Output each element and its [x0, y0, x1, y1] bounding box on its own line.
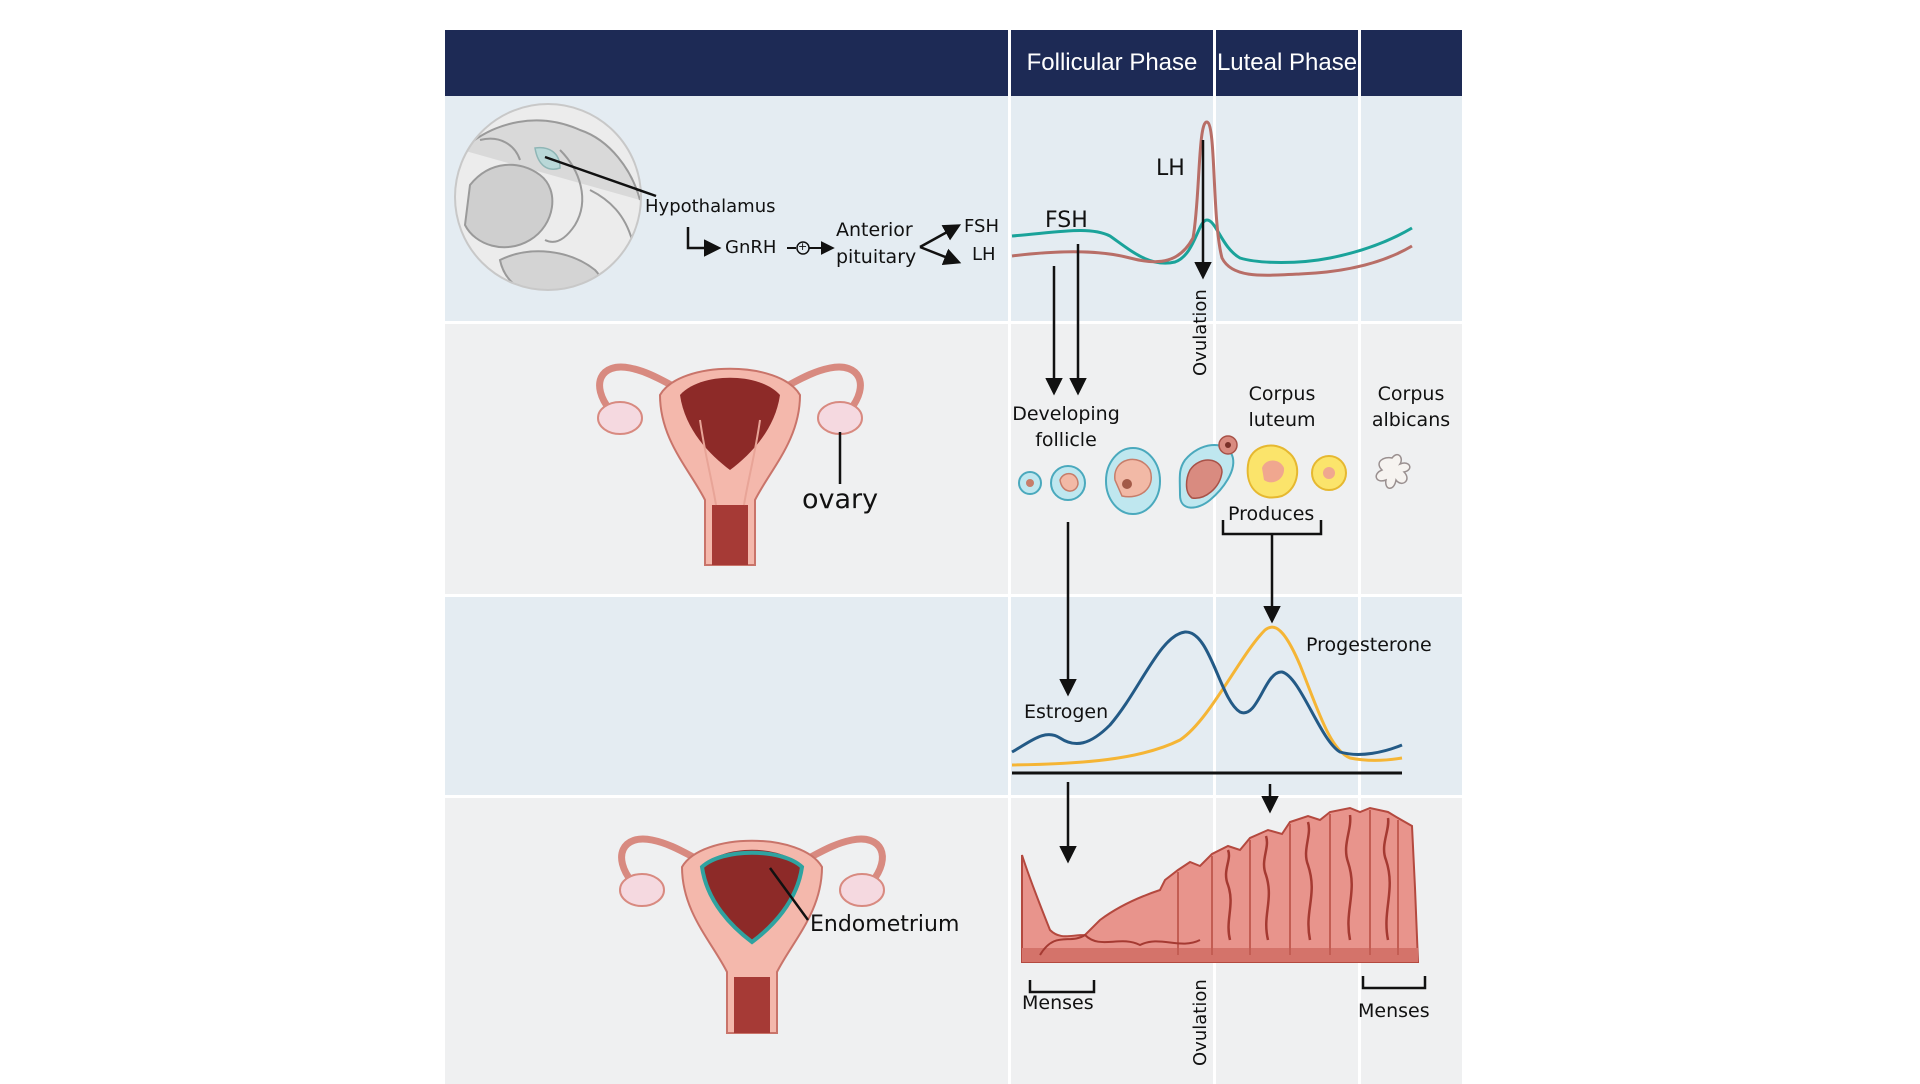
- pituitary-to-fsh-arrow: [919, 224, 962, 249]
- menses-label-left: Menses: [1022, 992, 1094, 1014]
- plus-sign-label: +: [798, 240, 808, 253]
- column-divider-ovulation: [1213, 96, 1216, 1084]
- anterior-label: Anterior: [836, 219, 913, 241]
- lh-curve: [1011, 120, 1413, 277]
- pituitary-label: pituitary: [836, 246, 917, 268]
- developing-follicle-label-line2: follicle: [1035, 429, 1097, 451]
- progesterone-curve: [1011, 625, 1403, 767]
- developing-follicle-label-line1: Developing: [1012, 403, 1120, 425]
- estrogen-label: Estrogen: [1024, 701, 1109, 723]
- uterus-endometrium-illustration: [618, 835, 886, 1034]
- lh-curve-label: LH: [1156, 156, 1185, 181]
- luteal-phase-header: Luteal Phase: [1216, 49, 1358, 76]
- endometrium-lining: [1021, 806, 1420, 963]
- follicular-phase-header: Follicular Phase: [1026, 49, 1198, 76]
- corpus-albicans-label-line1: Corpus: [1377, 383, 1445, 405]
- corpus-luteum-label-line2: luteum: [1248, 409, 1316, 431]
- column-divider-right: [1358, 96, 1361, 1084]
- header-bar-follicular: [1011, 30, 1213, 96]
- pituitary-to-lh-arrow: [919, 245, 962, 265]
- corpus-albicans-label-line2: albicans: [1371, 409, 1451, 431]
- follicle-stages: [1018, 435, 1411, 515]
- ovary-label: ovary: [802, 484, 879, 515]
- hypothalamus-label: Hypothalamus: [645, 196, 776, 217]
- estrogen-curve: [1011, 630, 1403, 756]
- corpus-luteum-label-line1: Corpus: [1248, 383, 1316, 405]
- menses-bracket-left: [1028, 980, 1096, 994]
- pituitary-lh-label: LH: [972, 244, 996, 265]
- column-divider-left: [1008, 96, 1011, 1084]
- menses-bracket-right: [1361, 976, 1427, 990]
- gnrh-label: GnRH: [725, 237, 777, 258]
- hypothalamus-pointer-line: [544, 155, 657, 198]
- brain-illustration: [454, 103, 642, 291]
- header-bar-left: [445, 30, 1008, 96]
- progesterone-label: Progesterone: [1306, 634, 1432, 656]
- header-bar-luteal: [1216, 30, 1358, 96]
- hypothalamus-to-gnrh-arrow: [686, 227, 722, 257]
- endometrium-pointer-line: [768, 867, 810, 921]
- fsh-curve-label: FSH: [1045, 208, 1088, 233]
- fsh-curve: [1011, 218, 1413, 265]
- ovulation-label-bottom: Ovulation: [1190, 979, 1211, 1066]
- header-bar-right: [1361, 30, 1462, 96]
- menses-label-right: Menses: [1358, 1000, 1430, 1022]
- produces-label: Produces: [1228, 503, 1315, 525]
- endometrium-label: Endometrium: [810, 912, 960, 937]
- pituitary-fsh-label: FSH: [964, 216, 999, 237]
- uterus-ovary-illustration: [596, 363, 864, 566]
- ovulation-label-top: Ovulation: [1190, 289, 1211, 376]
- row-steroid-background: [445, 597, 1462, 795]
